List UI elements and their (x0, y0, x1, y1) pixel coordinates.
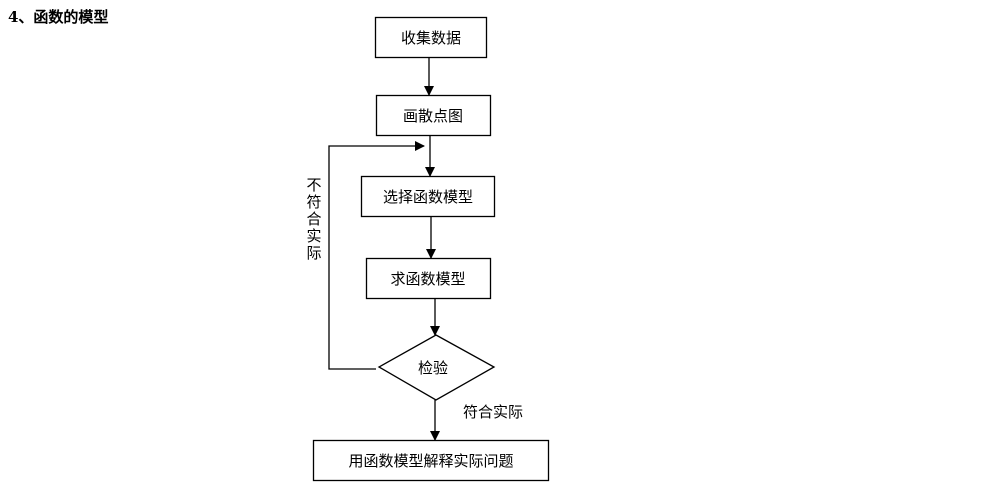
node-collect-box (374, 16, 488, 59)
node-collect-label: 收集数据 (401, 29, 461, 47)
edge-label-fail-char: 合 (306, 210, 321, 228)
section-heading: 4、函数的模型 (8, 8, 109, 26)
arrow-feedback-loop (328, 141, 425, 370)
edge-label-fail-char: 不 (306, 176, 321, 194)
node-solve-label: 求函数模型 (390, 270, 465, 288)
node-check-diamond (377, 334, 496, 401)
edge-label-pass: 符合实际 (463, 403, 523, 421)
edge-label-fail: 不 符 合 实 际 (306, 176, 321, 262)
node-check-label: 检验 (418, 359, 448, 377)
edge-label-fail-char: 际 (306, 244, 321, 262)
edge-label-fail-char: 符 (306, 193, 321, 211)
edge-label-fail-char: 实 (306, 227, 321, 245)
node-scatter-label: 画散点图 (403, 107, 463, 125)
node-apply-label: 用函数模型解释实际问题 (348, 452, 513, 470)
node-choose-label: 选择函数模型 (383, 188, 473, 206)
